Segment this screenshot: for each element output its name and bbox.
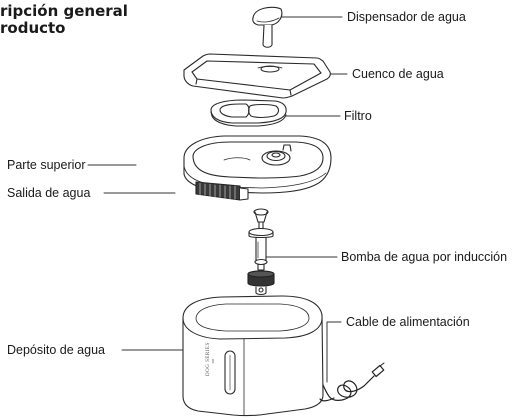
power-cable-shape [319,362,385,402]
label-water-bowl: Cuenco de agua [352,67,444,81]
heading-line-1: ripción general [0,2,128,20]
heading-line-2: roducto [0,19,66,37]
label-power-cable: Cable de alimentación [346,315,470,329]
label-water-tank: Depósito de agua [7,343,105,357]
section-heading: ripción general roducto [0,3,128,37]
label-filter: Filtro [344,109,372,123]
label-induction-pump: Bomba de agua por inducción [341,250,508,264]
water-dispenser-shape [252,6,283,48]
tank-branding: DOG SERIES [206,342,211,376]
label-water-dispenser: Dispensador de agua [347,10,466,24]
water-tank-shape [182,295,324,417]
top-part-shape [183,135,332,194]
leader-power-cable [326,321,342,383]
label-water-outlet: Salida de agua [7,186,91,200]
filter-shape [210,99,287,127]
water-bowl-shape [183,53,331,99]
label-top-part: Parte superior [7,158,86,172]
water-outlet-shape [195,181,249,201]
induction-pump-shape [247,208,275,296]
